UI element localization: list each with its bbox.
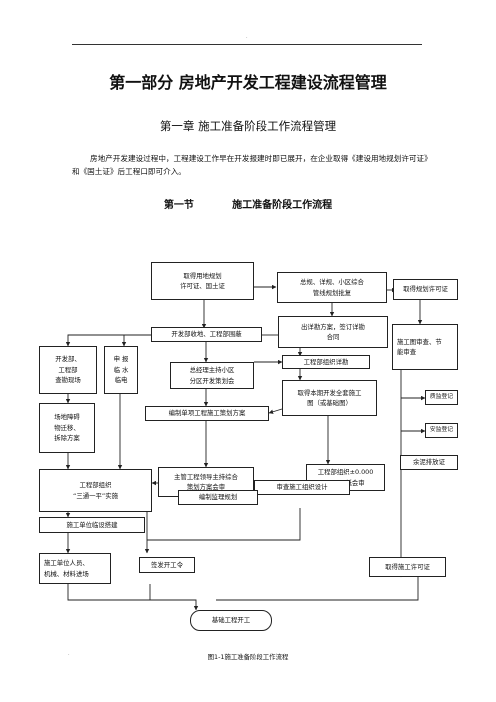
node-planning-meeting: 总经理主持小区 分区开发策划会	[170, 362, 254, 389]
node-organization-design: 审查施工组织设计	[254, 480, 350, 495]
intro-paragraph: 房地产开发建设过程中，工程建设工作早在开发报建时即已展开，在企业取得《建设用地规…	[72, 154, 432, 176]
node-foundation-start: 基础工程开工	[190, 610, 272, 631]
node-construction-drawings: 取得本期开发全套施工 图（或基础图）	[282, 380, 377, 416]
node-construction-planning: 编制单项工程施工策划方案	[145, 406, 269, 421]
node-detailed-survey: 工程部组织详勘	[282, 355, 370, 369]
header-rule	[72, 44, 422, 45]
node-planning-permit: 取得规划许可证	[393, 279, 458, 300]
part-title: 第一部分 房地产开发工程建设流程管理	[109, 73, 387, 92]
node-land-enclosure: 开发部收地、工程部围蔽	[151, 327, 262, 342]
node-drawing-review: 施工图审查、节 能审查	[392, 324, 458, 370]
node-start-order: 签发开工令	[139, 557, 195, 573]
node-construction-permit: 取得施工许可证	[369, 557, 446, 577]
section-title: 第一节 施工准备阶段工作流程	[163, 200, 333, 211]
figure-caption: 图1-1施工准备阶段工作流程	[207, 653, 289, 661]
node-planning-approval: 总规、详规、小区综合 管线规划批复	[277, 272, 387, 303]
node-mobilization: 施工单位人员、 机械、材料进场	[39, 553, 111, 584]
node-spoil-discharge-permit: 余泥排放证	[400, 455, 458, 470]
footer-dot: .	[68, 651, 70, 657]
node-temp-facilities: 施工单位临设搭建	[39, 517, 145, 533]
chapter-title: 第一章 施工准备阶段工作流程管理	[159, 119, 337, 133]
node-safety-registration: 安监登记	[425, 423, 458, 438]
node-obstacle-removal: 场地障碍 物迁移、 拆除方案	[39, 403, 95, 453]
node-land-use-permit: 取得用地规划 许可证、国土证	[151, 262, 254, 300]
node-site-preparation: 工程部组织 “三通一平”实施	[39, 469, 152, 512]
node-quality-registration: 质监登记	[425, 390, 458, 405]
header-dot: .	[246, 34, 248, 40]
node-site-survey: 开发部、 工程部 查勘现场	[39, 346, 97, 394]
node-temp-utilities: 申 报 临 水 临电	[104, 346, 138, 394]
node-survey-plan: 出详勘方案，签订详勘 合同	[278, 316, 388, 348]
node-supervision-plan: 编制监理规划	[178, 490, 258, 505]
